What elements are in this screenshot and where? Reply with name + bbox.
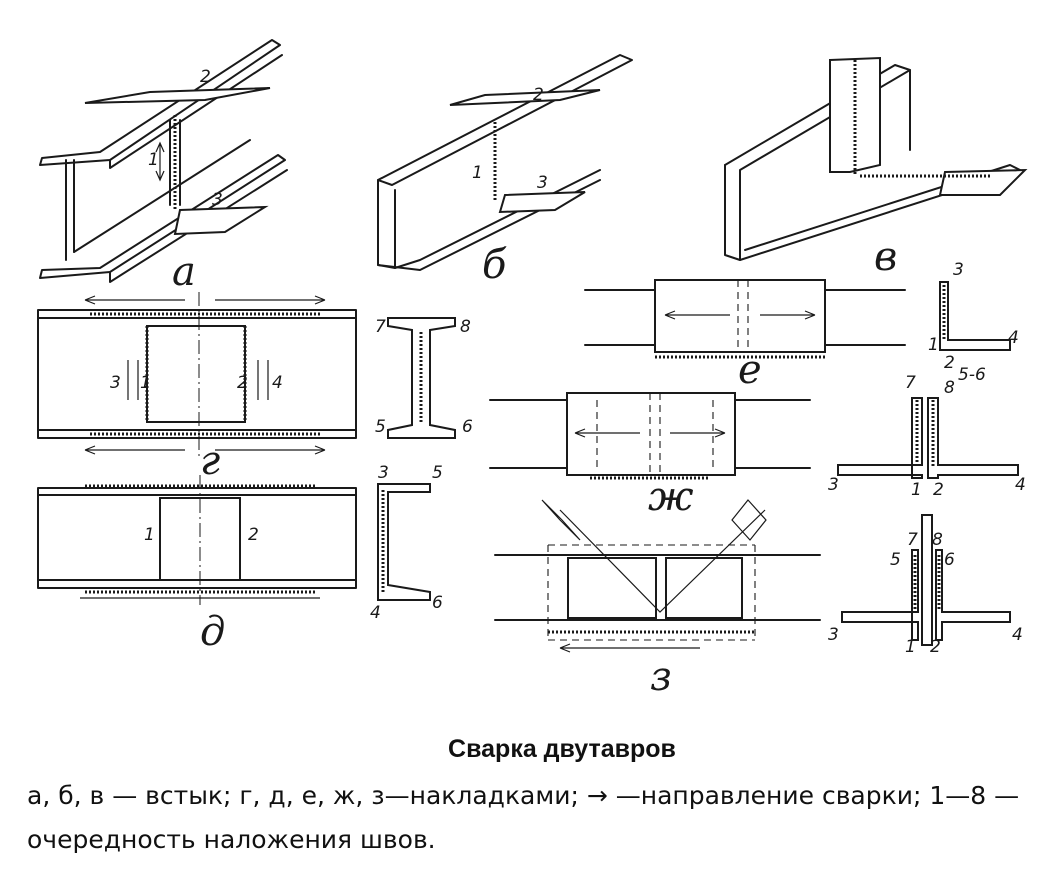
seam-number: 5-6 [958,365,986,385]
seam-number: 7 [907,530,918,550]
figure-a-ibeam-isometric [39,39,288,283]
seam-number: 3 [537,173,548,193]
seam-number: 6 [432,593,443,613]
figure-zh-plan [489,392,811,480]
figure-v-angle-isometric [724,56,1028,261]
seam-number: 4 [272,373,283,393]
caption: Сварка двутавров а, б, в — встык; г, д, … [0,735,1054,862]
figure-b-channel-isometric [377,54,633,271]
caption-text: а, б, в — встык; г, д, е, ж, з—накладкам… [27,781,1020,854]
seam-number: 2 [200,67,211,87]
figure-g-section [387,317,456,439]
seam-number: 5 [432,463,443,483]
seam-number: 2 [930,637,941,657]
seam-number: 2 [248,525,259,545]
seam-number: 8 [944,378,955,398]
seam-number: 1 [911,480,922,500]
seam-number: 4 [1012,625,1023,645]
seam-number: 1 [928,335,939,355]
figure-g-plan [37,292,357,460]
seam-number: 6 [944,550,955,570]
seam-number: 6 [462,417,473,437]
seam-number: 3 [828,625,839,645]
seam-number: 2 [237,373,248,393]
seam-number: 3 [378,463,389,483]
seam-number: 1 [905,637,916,657]
seam-number: 1 [472,163,483,183]
figure-label-g: г [200,438,220,484]
seam-number: 8 [932,530,943,550]
caption-title: Сварка двутавров [448,735,676,763]
figure-label-a: а [172,249,196,295]
seam-number: 1 [140,373,151,393]
figure-z-plan [494,499,821,653]
seam-number: 5 [375,417,386,437]
figure-d-section [377,483,431,601]
figure-label-zh: ж [648,474,694,520]
figure-e-plan [584,279,906,359]
figure-zh-section [837,397,1019,479]
figure-z-section [841,514,1011,646]
seam-number: 2 [533,85,544,105]
figure-label-z: з [650,654,672,700]
seam-number: 3 [110,373,121,393]
seam-number: 3 [828,475,839,495]
figure-label-v: в [874,234,897,280]
seam-number: 2 [944,353,955,373]
seam-number: 8 [460,317,471,337]
figure-label-b: б [482,242,507,288]
seam-number: 4 [370,603,381,623]
figure-label-d: д [200,609,225,655]
seam-number: 7 [375,317,386,337]
figure-label-e: е [738,347,762,393]
seam-number: 7 [905,373,916,393]
seam-number: 2 [933,480,944,500]
seam-number: 3 [212,190,223,210]
seam-number: 4 [1008,328,1019,348]
seam-number: 5 [890,550,901,570]
seam-number: 1 [148,150,159,170]
welding-diagram: 1 2 3 а 1 2 3 б в 3 1 2 4 г [37,39,1028,700]
seam-number: 4 [1015,475,1026,495]
seam-number: 1 [144,525,155,545]
figure-d-plan [37,475,357,605]
figure-e-section [939,281,1011,351]
seam-number: 3 [953,260,964,280]
